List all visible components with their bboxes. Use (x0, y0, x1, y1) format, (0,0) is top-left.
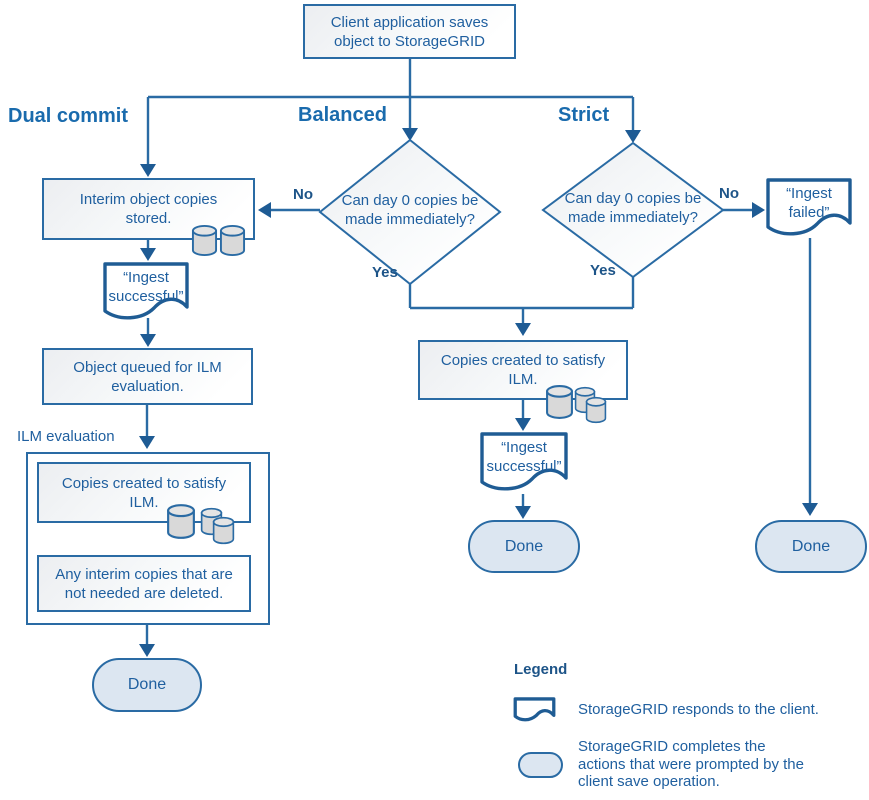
ilm-evaluation-label: ILM evaluation (17, 428, 115, 445)
node-ingest-successful-middle-label: “Ingest successful” (486, 439, 562, 475)
arrowhead-ingestok-done-mid (515, 506, 531, 519)
storage-cylinder-icon (585, 396, 607, 424)
branch-heading-balanced: Balanced (298, 104, 387, 126)
decision-diamond-strict (541, 141, 725, 279)
node-done-left: Done (92, 658, 202, 712)
arrowhead-merge-copies (515, 323, 531, 336)
branch-heading-dual-commit: Dual commit (8, 105, 129, 127)
arrowhead-queued-ilm (139, 436, 155, 449)
document-shape (103, 262, 189, 320)
storage-cylinder-icon (219, 224, 246, 256)
node-done-middle-label: Done (504, 537, 544, 555)
storage-cylinder-icon (212, 516, 235, 545)
node-ingest-failed-label: “Ingest failed” (786, 185, 832, 221)
decision-strict-label: Can day 0 copies be made immediately? (564, 190, 702, 226)
arrowheads (139, 128, 818, 657)
connectors (145, 59, 812, 644)
node-ingest-successful-left: “Ingest successful” (103, 262, 189, 324)
arrowhead-ingestok-queued (140, 334, 156, 347)
edge-label-no-balanced: No (293, 186, 313, 203)
node-object-queued: Object queued for ILM evaluation. (42, 348, 253, 405)
arrowhead-copies-ingestok (515, 418, 531, 431)
node-interim-deleted-label: Any interim copies that are not needed a… (55, 565, 233, 602)
storage-cylinder-icon (191, 224, 218, 256)
branch-heading-strict: Strict (558, 104, 610, 126)
edge-label-yes-balanced: Yes (372, 264, 398, 281)
storage-cylinder-icon (167, 504, 195, 539)
arrowhead-ilm-done (139, 644, 155, 657)
node-client-save: Client application saves object to Stora… (303, 4, 516, 59)
arrowhead-strict-no (752, 202, 765, 218)
document-shape (480, 432, 568, 491)
node-done-left-label: Done (127, 676, 167, 693)
node-interim-deleted: Any interim copies that are not needed a… (37, 555, 251, 612)
node-copies-created-middle: Copies created to satisfy ILM. (418, 340, 628, 400)
arrowhead-failed-done (802, 503, 818, 516)
node-done-right-label: Done (791, 537, 831, 555)
edge-label-yes-strict: Yes (590, 262, 616, 279)
edge-label-no-strict: No (719, 185, 739, 202)
node-ingest-successful-left-label: “Ingest successful” (108, 269, 184, 305)
legend-item-document-text: StorageGRID responds to the client. (578, 701, 819, 718)
arrowhead-strict-top (625, 130, 641, 143)
node-client-save-label: Client application saves object to Stora… (330, 13, 489, 50)
storage-cylinder-icon (546, 385, 573, 419)
document-shape (766, 178, 852, 236)
arrowhead-balanced-no (258, 202, 271, 218)
node-done-right: Done (755, 520, 867, 573)
legend-title: Legend (514, 661, 568, 678)
node-object-queued-label: Object queued for ILM evaluation. (73, 358, 222, 395)
node-copies-created-middle-label: Copies created to satisfy ILM. (440, 352, 606, 388)
node-done-middle: Done (468, 520, 580, 573)
arrowhead-interim-ingestok (140, 248, 156, 261)
node-ingest-failed: “Ingest failed” (766, 178, 852, 240)
arrowhead-balanced-top (402, 128, 418, 141)
node-copies-created-left-label: Copies created to satisfy ILM. (61, 474, 227, 511)
decision-diamond-balanced (318, 138, 502, 286)
document-icon (513, 697, 556, 722)
node-ingest-successful-middle: “Ingest successful” (479, 432, 569, 496)
legend-item-stadium-text: StorageGRID completes the actions that w… (578, 738, 804, 790)
stadium-icon (518, 752, 563, 778)
node-interim-copies: Interim object copies stored. (42, 178, 255, 240)
arrowhead-dualcommit (140, 164, 156, 177)
decision-balanced-label: Can day 0 copies be made immediately? (341, 192, 479, 228)
node-interim-copies-label: Interim object copies stored. (79, 191, 218, 227)
